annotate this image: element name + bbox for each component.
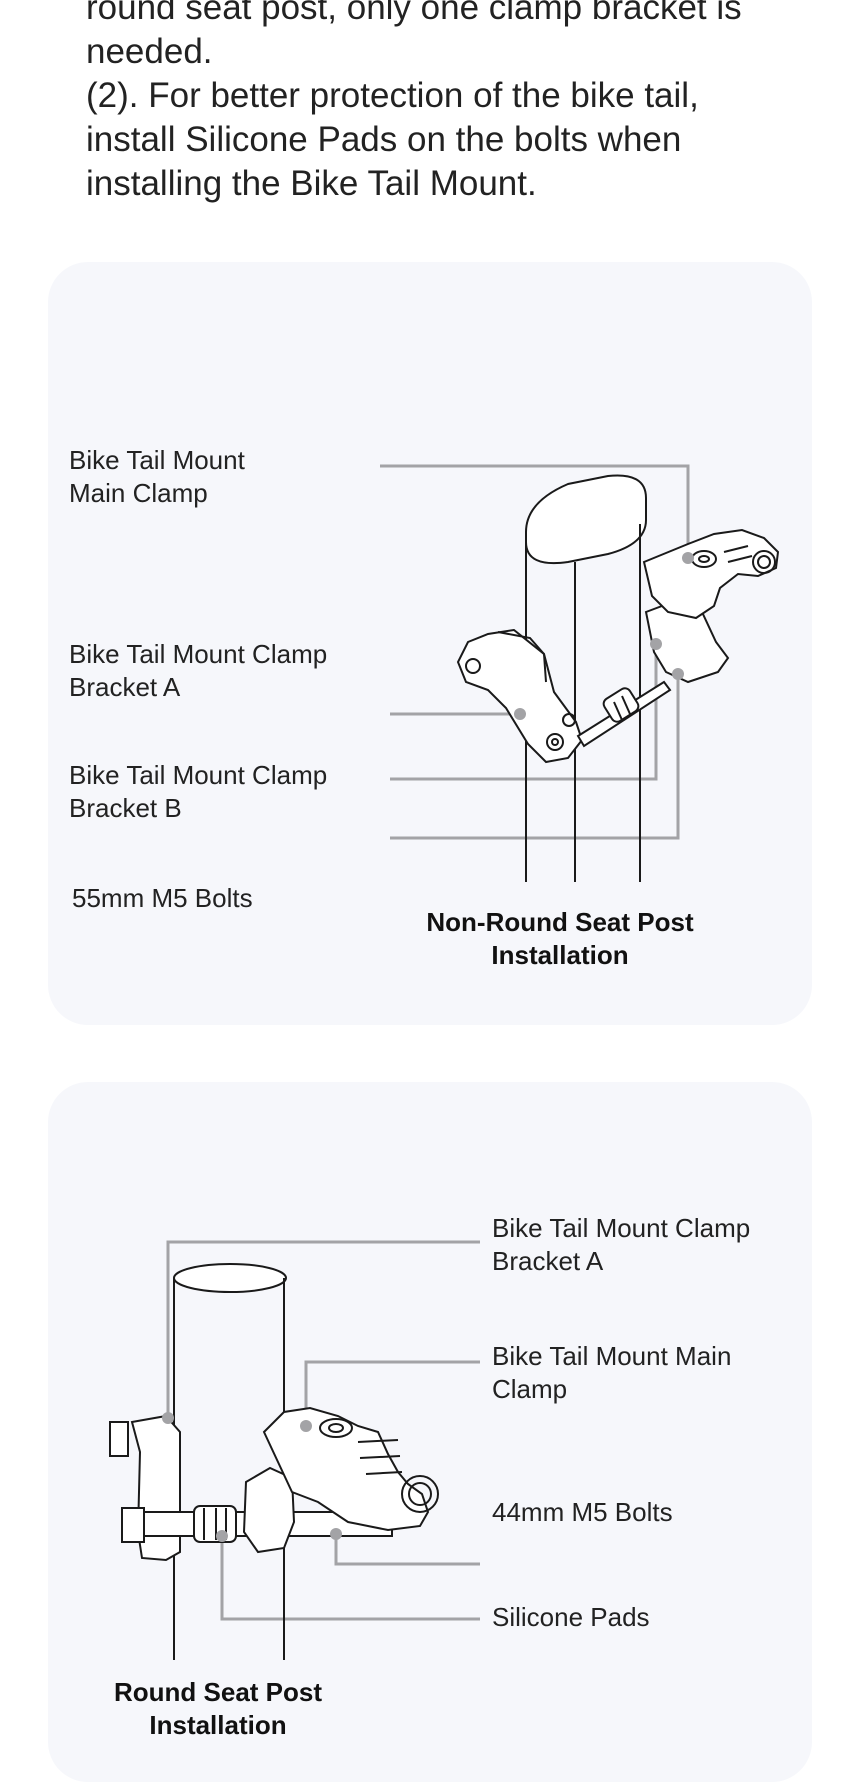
caption-round: Round Seat Post Installation (113, 1677, 322, 1740)
non-round-installation-panel: Bike Tail Mount Main Clamp Bike Tail Mou… (48, 262, 812, 1025)
intro-text: round seat post, only one clamp bracket … (86, 0, 806, 206)
label-silicone-pads: Silicone Pads (492, 1602, 650, 1632)
caption-non-round: Non-Round Seat Post Installation (426, 907, 694, 970)
non-round-seat-post-illustration (380, 464, 780, 882)
label-bolts: 55mm M5 Bolts (72, 883, 253, 913)
leader-line-bolts (390, 674, 680, 840)
leader-line-bolts (334, 1534, 480, 1566)
intro-line: round seat post, only one clamp bracket … (86, 0, 742, 27)
leader-line-silicone-pads (220, 1536, 480, 1621)
intro-line: installing the Bike Tail Mount. (86, 164, 537, 203)
intro-line: needed. (86, 32, 213, 71)
label-main-clamp: Bike Tail Mount Main Clamp (69, 445, 245, 508)
round-installation-panel: Bike Tail Mount Clamp Bracket A Bike Tai… (48, 1082, 812, 1782)
leader-line-main-clamp (304, 1360, 480, 1426)
round-seat-post-illustration (109, 1240, 480, 1660)
leader-line-bracket-a (166, 1240, 480, 1418)
label-clamp-bracket-b: Bike Tail Mount Clamp Bracket B (69, 760, 328, 823)
intro-line: install Silicone Pads on the bolts when (86, 120, 682, 159)
label-bolts: 44mm M5 Bolts (492, 1497, 673, 1527)
label-main-clamp: Bike Tail Mount Main Clamp (492, 1341, 732, 1404)
main-clamp (642, 528, 780, 620)
clamp-bracket-b (242, 1466, 296, 1554)
label-clamp-bracket-a: Bike Tail Mount Clamp Bracket A (69, 639, 328, 702)
clamp-bracket-a (456, 628, 584, 764)
label-clamp-bracket-a: Bike Tail Mount Clamp Bracket A (492, 1213, 751, 1276)
leader-line-main-clamp (380, 464, 690, 558)
seat-post-top (173, 1263, 287, 1293)
seat-post-top (525, 474, 647, 564)
main-clamp (262, 1406, 430, 1532)
intro-line: (2). For better protection of the bike t… (86, 76, 699, 115)
